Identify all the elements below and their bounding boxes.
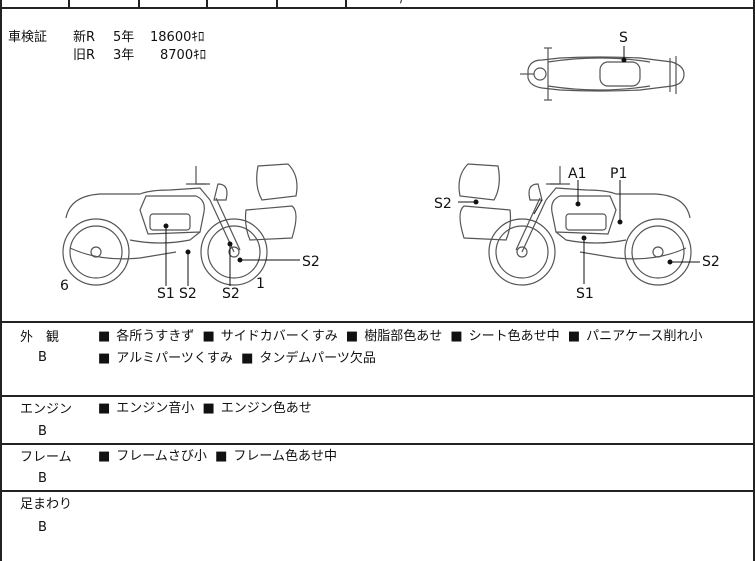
shaken-price-new: 18600ｷﾛ bbox=[150, 30, 205, 45]
shaken-years-new: 5年 bbox=[113, 30, 135, 45]
finding-text: タンデムパーツ欠品 bbox=[259, 351, 376, 366]
section-items: ■ エンジン音小 ■ エンジン色あせ bbox=[98, 398, 748, 420]
left-border bbox=[0, 0, 2, 561]
mark-left-s2-c: S2 bbox=[302, 254, 320, 270]
right-border bbox=[753, 0, 755, 561]
bullet-square-icon: ■ bbox=[450, 329, 463, 344]
mark-right-s2-a: S2 bbox=[434, 196, 452, 212]
finding-item: ■ パニアケース削れ小 bbox=[568, 329, 703, 344]
mark-top-s: S bbox=[619, 30, 628, 46]
top-row-divider bbox=[138, 0, 140, 8]
shaken-type-old: 旧R bbox=[73, 48, 96, 63]
top-row-divider bbox=[206, 0, 208, 8]
mark-left-6: 6 bbox=[60, 278, 69, 294]
finding-item: ■ タンデムパーツ欠品 bbox=[241, 351, 376, 366]
top-view-motorcycle bbox=[520, 47, 685, 101]
top-row-divider bbox=[345, 0, 347, 8]
mark-left-s1: S1 bbox=[157, 286, 175, 302]
finding-text: エンジン色あせ bbox=[220, 401, 312, 416]
leader-lines bbox=[163, 46, 700, 286]
bullet-square-icon: ■ bbox=[202, 329, 215, 344]
top-row-divider bbox=[68, 0, 70, 8]
finding-text: 樹脂部色あせ bbox=[364, 329, 443, 344]
mark-left-s2-b: S2 bbox=[222, 286, 240, 302]
right-side-motorcycle bbox=[458, 163, 692, 286]
finding-item: ■ 樹脂部色あせ bbox=[346, 329, 442, 344]
diagram-bottom-border bbox=[0, 321, 755, 323]
bullet-square-icon: ■ bbox=[567, 329, 581, 344]
section-label: 外 観 bbox=[20, 330, 60, 345]
finding-text: エンジン音小 bbox=[116, 401, 195, 416]
motorcycle-diagram: S 6 S1 S2 S2 1 S2 S2 A1 P1 S2 S1 bbox=[60, 30, 720, 302]
section-label: 足まわり bbox=[20, 497, 73, 512]
mark-left-s2-a: S2 bbox=[179, 286, 197, 302]
shaken-years-old: 3年 bbox=[113, 48, 135, 63]
section-items: ■ フレームさび小 ■ フレーム色あせ中 bbox=[98, 446, 748, 468]
section-label: フレーム bbox=[20, 450, 72, 465]
finding-text: サイドカバーくすみ bbox=[220, 329, 338, 344]
shaken-price-old: 8700ｷﾛ bbox=[160, 48, 207, 63]
finding-item: ■ 各所うすきず bbox=[98, 329, 194, 344]
finding-item: ■ エンジン色あせ bbox=[202, 401, 311, 416]
bullet-square-icon: ■ bbox=[241, 351, 254, 366]
finding-item: ■ フレーム色あせ中 bbox=[215, 449, 337, 464]
bullet-square-icon: ■ bbox=[98, 401, 111, 416]
section-divider bbox=[0, 443, 755, 445]
finding-text: アルミパーツくすみ bbox=[116, 351, 233, 366]
finding-item: ■ エンジン音小 bbox=[98, 401, 194, 416]
shaken-type-new: 新R bbox=[73, 30, 96, 45]
bullet-square-icon: ■ bbox=[215, 449, 228, 464]
finding-text: シート色あせ中 bbox=[468, 329, 560, 344]
section-grade: B bbox=[38, 471, 47, 486]
bullet-square-icon: ■ bbox=[98, 351, 111, 366]
top-row-fragment: / bbox=[400, 0, 404, 6]
finding-text: フレームさび小 bbox=[116, 449, 207, 464]
top-row-bottom-border bbox=[0, 7, 755, 9]
section-grade: B bbox=[38, 424, 47, 439]
finding-text: 各所うすきず bbox=[116, 329, 195, 344]
finding-text: フレーム色あせ中 bbox=[233, 449, 337, 464]
section-grade: B bbox=[38, 520, 47, 535]
finding-item: ■ アルミパーツくすみ bbox=[98, 351, 233, 366]
mark-left-1: 1 bbox=[256, 276, 265, 292]
finding-item: ■ サイドカバーくすみ bbox=[202, 329, 337, 344]
bullet-square-icon: ■ bbox=[98, 329, 111, 344]
section-grade: B bbox=[38, 350, 47, 365]
mark-right-p1: P1 bbox=[610, 166, 627, 182]
finding-text: パニアケース削れ小 bbox=[586, 329, 703, 344]
shaken-label: 車検証 bbox=[8, 30, 48, 45]
finding-item: ■ フレームさび小 bbox=[98, 449, 207, 464]
top-row-divider bbox=[276, 0, 278, 8]
left-side-motorcycle bbox=[62, 163, 298, 286]
item-line: ■ フレームさび小 ■ フレーム色あせ中 bbox=[98, 446, 748, 468]
mark-right-a1: A1 bbox=[568, 166, 586, 182]
bullet-square-icon: ■ bbox=[98, 449, 111, 464]
finding-item: ■ シート色あせ中 bbox=[450, 329, 559, 344]
mark-right-s1: S1 bbox=[576, 286, 594, 302]
section-divider bbox=[0, 395, 755, 397]
section-label: エンジン bbox=[20, 402, 73, 417]
item-line: ■ 各所うすきず ■ サイドカバーくすみ ■ 樹脂部色あせ ■ シート色あせ中 ■ パニア… bbox=[98, 326, 748, 370]
mark-right-s2-b: S2 bbox=[702, 254, 720, 270]
section-divider bbox=[0, 490, 755, 492]
item-line: ■ エンジン音小 ■ エンジン色あせ bbox=[98, 398, 748, 420]
bullet-square-icon: ■ bbox=[202, 401, 215, 416]
section-items: ■ 各所うすきず ■ サイドカバーくすみ ■ 樹脂部色あせ ■ シート色あせ中 ■ パニア… bbox=[98, 326, 748, 370]
bullet-square-icon: ■ bbox=[345, 329, 359, 344]
